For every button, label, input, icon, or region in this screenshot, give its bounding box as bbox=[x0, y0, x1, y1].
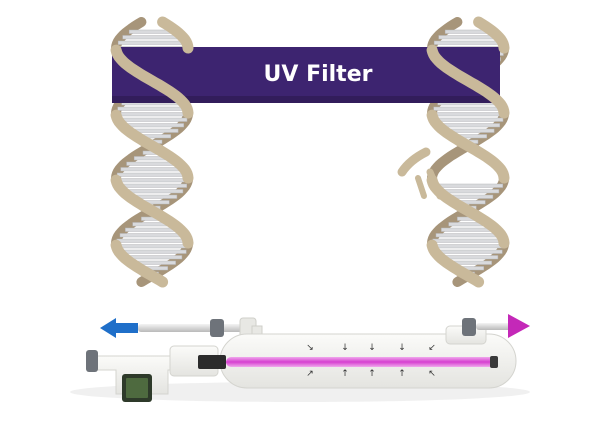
left-helix-front-strand bbox=[110, 16, 194, 288]
arrow-right-icon bbox=[508, 314, 530, 338]
rod-clamp bbox=[210, 319, 224, 337]
base-pair bbox=[435, 233, 501, 238]
right-helix-front-strand bbox=[426, 16, 510, 288]
inlet-knob bbox=[86, 350, 98, 372]
flow-arrow-icon: ↑ bbox=[368, 369, 376, 379]
base-pair bbox=[432, 117, 504, 122]
base-pair bbox=[433, 249, 503, 254]
flow-direction-arrows: ↘ ↓ ↓ ↓ ↙ ↗ ↑ ↑ ↑ ↖ bbox=[306, 343, 436, 379]
flow-arrow-icon: ↓ bbox=[368, 343, 376, 353]
base-pair bbox=[433, 106, 503, 111]
flow-arrow-icon: ↓ bbox=[341, 343, 349, 353]
base-pair bbox=[119, 233, 185, 238]
lcd-screen bbox=[126, 378, 148, 398]
base-pair bbox=[433, 40, 503, 45]
base-pair bbox=[431, 112, 505, 117]
inlet-rod bbox=[476, 323, 514, 330]
flow-arrow-icon: ↙ bbox=[428, 343, 436, 353]
broken-strand-fragments bbox=[397, 147, 444, 200]
base-pair bbox=[115, 112, 189, 117]
base-pair bbox=[116, 172, 188, 177]
flow-arrow-icon: ↘ bbox=[306, 343, 314, 353]
arrow-left-icon bbox=[100, 318, 138, 338]
lamp-connector bbox=[198, 355, 226, 369]
top-rod bbox=[138, 324, 246, 332]
base-pair bbox=[120, 167, 184, 172]
flow-arrow-icon: ↑ bbox=[341, 369, 349, 379]
base-pair bbox=[117, 249, 187, 254]
base-pair bbox=[116, 238, 188, 243]
base-pair bbox=[117, 40, 187, 45]
flow-arrow-icon: ↑ bbox=[398, 369, 406, 379]
flow-arrow-icon: ↓ bbox=[398, 343, 406, 353]
banner-label: UV Filter bbox=[264, 62, 373, 87]
flow-arrow-icon: ↖ bbox=[428, 369, 436, 379]
base-pair bbox=[432, 238, 504, 243]
base-pair bbox=[115, 178, 189, 183]
banner-background bbox=[112, 47, 500, 103]
uv-filter-device: ↘ ↓ ↓ ↓ ↙ ↗ ↑ ↑ ↑ ↖ bbox=[70, 314, 530, 402]
base-pair bbox=[117, 183, 187, 188]
base-pair bbox=[431, 244, 505, 249]
base-pair bbox=[433, 183, 503, 188]
uv-filter-banner: UV Filter bbox=[112, 47, 500, 103]
base-pair bbox=[116, 117, 188, 122]
outlet-knob bbox=[462, 318, 476, 336]
base-pair bbox=[115, 244, 189, 249]
base-pair bbox=[122, 35, 182, 40]
base-pair bbox=[438, 35, 498, 40]
base-pair bbox=[117, 106, 187, 111]
flow-arrow-icon: ↗ bbox=[306, 369, 314, 379]
uv-lamp-tube bbox=[226, 357, 498, 367]
